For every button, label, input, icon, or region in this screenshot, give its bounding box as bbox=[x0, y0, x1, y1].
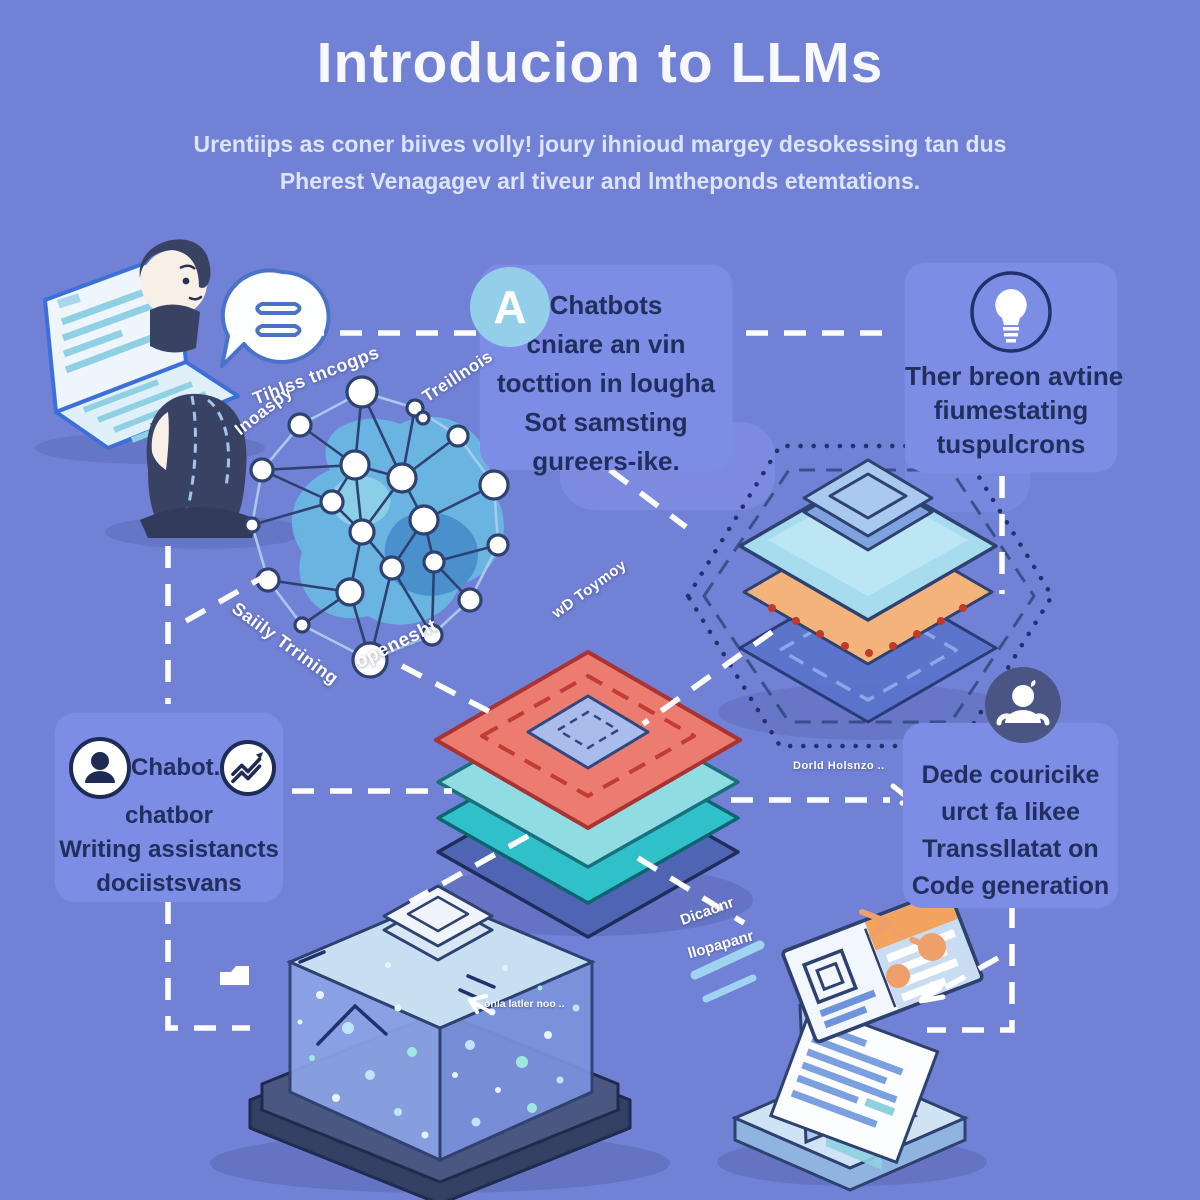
card-chatbots-line: Chatbots bbox=[549, 290, 663, 320]
user-laptop-illustration bbox=[35, 239, 331, 549]
people-icon bbox=[985, 667, 1061, 743]
laptop-icon bbox=[43, 250, 240, 450]
stack-note: Dorld Holsnzo .. bbox=[793, 760, 885, 772]
speech-bubble-icon bbox=[220, 268, 331, 368]
card-assistants-line: dociistsvans bbox=[96, 870, 242, 897]
network-nodes bbox=[243, 375, 510, 679]
card-chatbots-line: tocttion in lougha bbox=[496, 368, 716, 398]
card-assistants-line: Writing assistancts bbox=[59, 836, 279, 863]
kiosk-illustration bbox=[717, 887, 987, 1192]
folder-icon bbox=[220, 966, 249, 985]
person-back-illustration bbox=[140, 393, 258, 538]
dashed-connectors bbox=[165, 330, 1015, 1033]
lightbulb-icon bbox=[968, 269, 1054, 355]
card-chatbots: A Chatbots cniare an vin tocttion in lou… bbox=[470, 265, 732, 476]
llm-layer-stack-illustration bbox=[423, 650, 753, 939]
subtitle-line2: Pherest Venagagev arl tiveur and lmthepo… bbox=[279, 168, 921, 194]
page-title: Introducion to LLMs bbox=[316, 31, 884, 95]
card-assistants-title: Chabot. bbox=[131, 754, 221, 781]
hexagon-module-illustration bbox=[685, 443, 1055, 749]
card-usecases-line: Code generation bbox=[911, 872, 1110, 900]
card-usecases: Dede couricike urct fa likee Transsllata… bbox=[903, 667, 1118, 908]
data-cube-illustration bbox=[210, 884, 765, 1200]
kiosk-screen bbox=[781, 887, 984, 1044]
card-ideas-line: Ther breon avtine bbox=[905, 361, 1124, 391]
person-front-illustration bbox=[139, 239, 211, 353]
a-avatar-icon: A bbox=[470, 267, 550, 347]
card-ideas-line: fiumestating bbox=[933, 395, 1089, 425]
subtitle-line1: Urentiips as coner biives volly! joury i… bbox=[193, 131, 1007, 157]
card-assistants-line: chatbor bbox=[124, 802, 213, 829]
card-chatbots-line: gureers-ike. bbox=[532, 446, 680, 476]
card-assistants: Chabot. chatbor Writing assistancts doci… bbox=[55, 713, 283, 902]
person-icon bbox=[69, 737, 131, 799]
orange-arrow-accent bbox=[859, 909, 946, 988]
card-assistants-header: Chabot. bbox=[55, 737, 283, 799]
orange-layer-dots bbox=[768, 604, 967, 657]
trend-chart-icon bbox=[220, 740, 277, 796]
network-graph-illustration bbox=[243, 375, 510, 679]
card-chatbots-line: cniare an vin bbox=[526, 329, 686, 359]
card-chatbots-line: Sot samsting bbox=[524, 407, 688, 437]
card-usecases-line: Dede couricike bbox=[921, 761, 1100, 789]
page-subtitle: Urentiips as coner biives volly! joury i… bbox=[0, 126, 1200, 200]
card-ideas-line: tuspulcrons bbox=[936, 429, 1086, 459]
cube-note: onla latler noo .. bbox=[484, 998, 565, 1010]
card-usecases-line: Transsllatat on bbox=[922, 835, 1099, 863]
card-ideas: Ther breon avtine fiumestating tuspulcro… bbox=[905, 263, 1124, 472]
card-usecases-line: urct fa likee bbox=[941, 798, 1080, 826]
